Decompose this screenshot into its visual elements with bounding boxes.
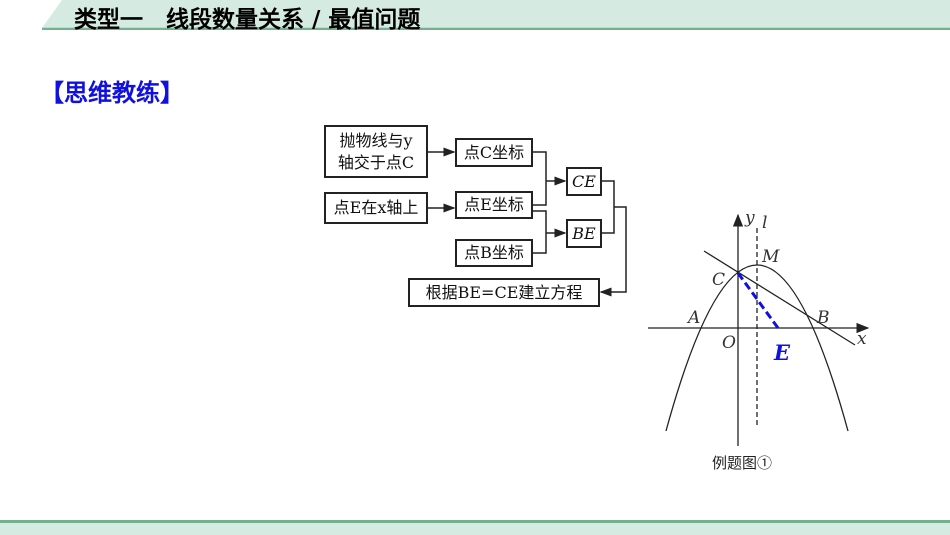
- box-c-coordinates: 点C坐标: [455, 138, 533, 167]
- box-e-coordinates: 点E坐标: [455, 191, 533, 219]
- label-m: M: [761, 247, 780, 267]
- box-ce: CE: [566, 167, 602, 196]
- label-e: E: [773, 340, 791, 365]
- page-title: 类型一 线段数量关系 / 最值问题: [74, 7, 421, 33]
- header-band: [42, 0, 950, 30]
- box1-line2: 轴交于点C: [337, 152, 415, 172]
- figure-caption: 例题图①: [712, 454, 773, 472]
- box-e-on-x-axis: 点E在x轴上: [324, 192, 428, 224]
- section-heading: 【思维教练】: [40, 79, 184, 107]
- parabola: [665, 264, 849, 432]
- box-equation: 根据BE=CE建立方程: [408, 278, 600, 307]
- box-b-coordinates: 点B坐标: [455, 239, 533, 267]
- label-o: O: [722, 333, 736, 353]
- segment-ce: [736, 272, 780, 329]
- footer-band: [0, 520, 950, 535]
- label-b: B: [816, 308, 830, 328]
- box-be: BE: [566, 219, 602, 248]
- label-x: x: [857, 329, 867, 349]
- label-y: y: [744, 208, 755, 228]
- box-parabola-intersects-y: 抛物线与y 轴交于点C: [324, 125, 428, 178]
- label-l: l: [762, 213, 767, 233]
- label-c: C: [712, 270, 725, 290]
- box1-line1: 抛物线与y: [339, 130, 413, 150]
- label-a: A: [686, 308, 700, 328]
- line-cb: [703, 250, 856, 346]
